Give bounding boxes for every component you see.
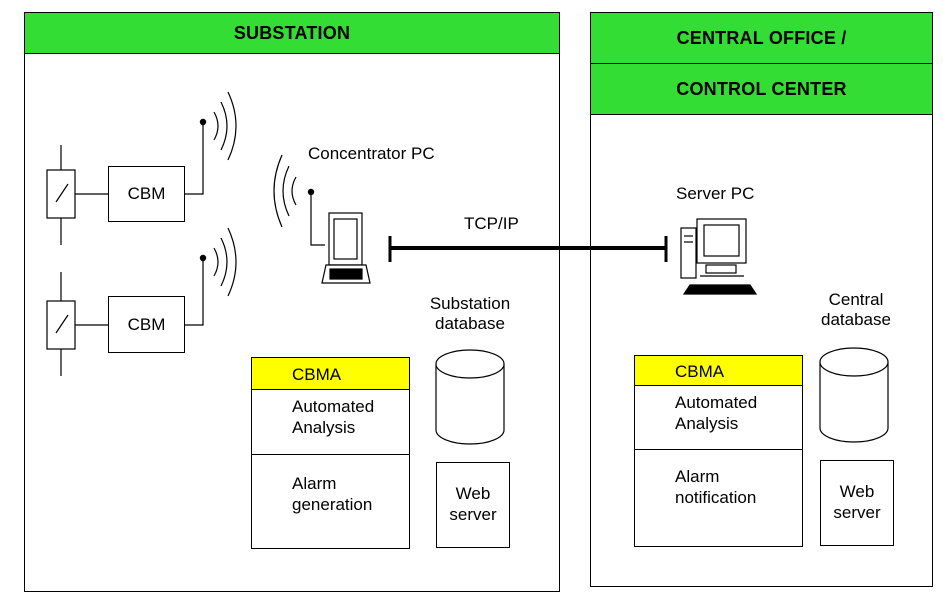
concentrator-pc-label: Concentrator PC (308, 144, 435, 163)
substation-title: SUBSTATION (233, 22, 351, 43)
cbm-1-antenna-tip (199, 118, 207, 126)
switch-1-blade (55, 183, 69, 203)
substation-analysis-line-2: Analysis (292, 418, 356, 437)
central-alarm-line-2: notification (675, 488, 757, 507)
radio-wave-concentrator-b (282, 165, 290, 217)
substation-alarm-line-2: generation (292, 495, 373, 514)
substation-cbma-title-cell: CBMA (252, 358, 409, 390)
substation-web-server-line-1: Web (455, 484, 491, 503)
central-title-line-1: CENTRAL OFFICE / (676, 27, 847, 48)
central-cbma-title-cell: CBMA (635, 356, 802, 386)
substation-analysis-line-1: Automated (292, 397, 375, 416)
substation-database-label-line-2: database (435, 314, 505, 333)
concentrator-antenna-wire (310, 193, 325, 246)
substation-web-server-box: Web server (436, 462, 510, 548)
central-web-server-line-1: Web (839, 482, 875, 501)
central-web-server-line-2: server (833, 503, 881, 522)
central-database-label-line-1: Central (828, 290, 884, 309)
server-pc-icon (680, 218, 758, 295)
central-title-line-2: CONTROL CENTER (676, 78, 847, 99)
substation-header: SUBSTATION (24, 12, 560, 54)
server-pc-label: Server PC (676, 184, 755, 203)
central-alarm-cell: Alarm notification (635, 450, 802, 546)
substation-database-label-line-1: Substation (429, 294, 511, 313)
tcpip-label: TCP/IP (464, 214, 519, 233)
radio-wave-cbm-1-c (227, 91, 237, 161)
central-cbma-box: CBMA Automated Analysis Alarm notificati… (634, 355, 803, 547)
concentrator-antenna-tip (307, 188, 315, 196)
cbm-box-1: CBM (108, 166, 185, 222)
radio-wave-concentrator-a (291, 176, 297, 206)
central-database-label-line-2: database (821, 310, 891, 329)
radio-wave-cbm-2-b (220, 237, 228, 287)
central-header-line-1: CENTRAL OFFICE / (590, 12, 933, 64)
central-analysis-line-1: Automated (675, 393, 758, 412)
substation-alarm-line-1: Alarm (292, 474, 337, 493)
tcpip-link (388, 236, 668, 262)
substation-alarm-cell: Alarm generation (252, 455, 409, 548)
cbm-2-antenna-wire (185, 259, 204, 326)
central-database-cylinder (819, 347, 889, 443)
central-cbma-title: CBMA (675, 362, 725, 381)
substation-web-server-line-2: server (449, 505, 497, 524)
central-alarm-line-1: Alarm (675, 467, 720, 486)
radio-wave-concentrator-c (273, 154, 283, 228)
radio-wave-cbm-2-a (213, 247, 219, 277)
central-web-server-box: Web server (820, 460, 894, 546)
radio-wave-cbm-1-b (220, 101, 228, 151)
concentrator-pc-icon (321, 212, 371, 284)
cbm-1-antenna-wire (185, 123, 204, 195)
cbm-box-2: CBM (108, 296, 185, 353)
central-database-label: Central database (808, 290, 904, 330)
substation-cbma-title: CBMA (292, 365, 342, 384)
central-analysis-line-2: Analysis (675, 414, 739, 433)
cbm-2-antenna-tip (199, 254, 207, 262)
radio-wave-cbm-1-a (213, 111, 219, 141)
cbm-label-2: CBM (127, 314, 166, 334)
substation-database-label: Substation database (414, 294, 526, 334)
radio-wave-cbm-2-c (227, 227, 237, 297)
switch-2-blade (55, 314, 69, 334)
substation-database-cylinder (435, 349, 505, 445)
substation-cbma-box: CBMA Automated Analysis Alarm generation (251, 357, 410, 549)
cbm-label-1: CBM (127, 184, 166, 203)
central-analysis-cell: Automated Analysis (635, 386, 802, 450)
substation-analysis-cell: Automated Analysis (252, 390, 409, 455)
central-header-line-2: CONTROL CENTER (590, 63, 933, 115)
